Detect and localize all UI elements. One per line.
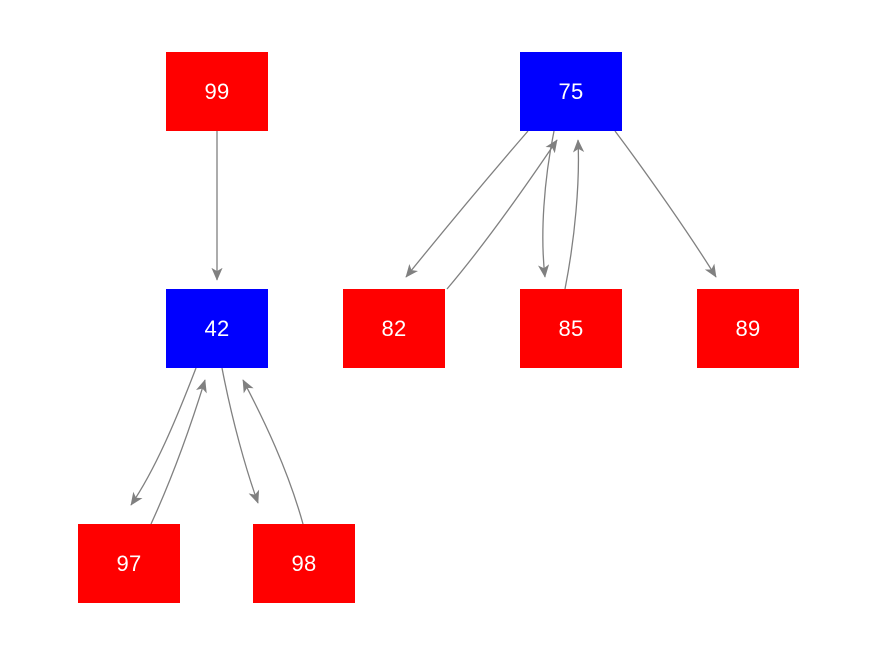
edge-75-to-89 [614,130,717,278]
graph-node-97[interactable]: 97 [78,524,180,603]
edge-85-to-75 [564,139,585,290]
node-label-75: 75 [558,78,584,104]
node-label-99: 99 [204,78,230,104]
edge-82-to-75 [446,139,558,290]
node-label-82: 82 [381,315,407,341]
graph-node-99[interactable]: 99 [166,52,268,131]
node-label-89: 89 [735,315,761,341]
edge-75-to-82 [405,130,529,278]
graph-node-85[interactable]: 85 [520,289,622,368]
graph-node-75[interactable]: 75 [520,52,622,131]
edge-42-to-97 [130,367,197,506]
graph-node-82[interactable]: 82 [343,289,445,368]
graph-node-98[interactable]: 98 [253,524,355,603]
graph-node-89[interactable]: 89 [697,289,799,368]
edge-42-to-98 [221,367,260,504]
node-label-97: 97 [116,550,142,576]
edge-75-to-85 [538,130,555,278]
node-label-42: 42 [204,315,230,341]
edge-97-to-42 [150,379,207,525]
graph-node-42[interactable]: 42 [166,289,268,368]
node-label-98: 98 [291,550,317,576]
node-label-85: 85 [558,315,584,341]
edge-group [130,130,717,525]
edge-98-to-42 [242,379,304,525]
